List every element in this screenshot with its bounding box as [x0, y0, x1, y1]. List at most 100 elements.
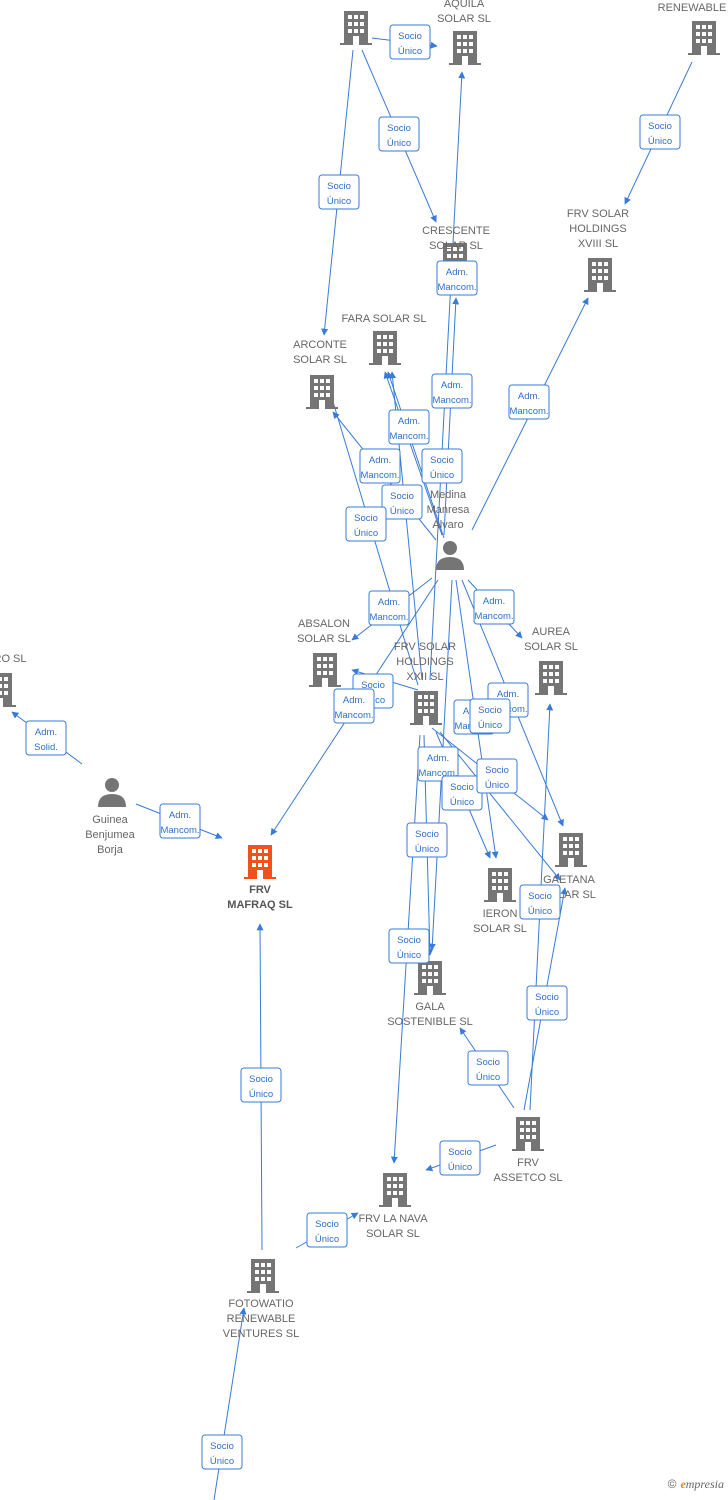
node-label: SOLAR SL: [297, 633, 351, 645]
relation-tag-adm-mancom[interactable]: Adm.Mancom.: [359, 448, 401, 484]
relation-tag-box: [519, 884, 561, 920]
relation-tag-box: [526, 985, 568, 1021]
node-label: SOSTENIBLE SL: [387, 1016, 473, 1028]
building-icon: [584, 258, 616, 292]
relation-tag-text: Mancom.: [437, 282, 476, 293]
node-label: RO SL: [0, 653, 27, 665]
relation-tag-text: Adm.: [427, 753, 449, 764]
relation-tag-box: [467, 1050, 509, 1086]
relation-tag-adm-mancom[interactable]: Adm.Mancom.: [333, 688, 375, 724]
relation-tag-text: Socio: [476, 1057, 500, 1068]
node-label: Benjumea: [85, 829, 135, 841]
relation-tag-box: [431, 373, 473, 409]
relation-tag-text: Adm.: [35, 727, 57, 738]
relation-tag-box: [381, 484, 423, 520]
relation-tag-text: Único: [485, 780, 509, 791]
relation-tag-text: Adm.: [518, 391, 540, 402]
relation-tag-box: [333, 688, 375, 724]
edge-medina-to-fara: [386, 371, 445, 539]
brand-name: mpresia: [685, 1477, 724, 1491]
copyright-symbol: ©: [667, 1477, 677, 1491]
node-label: FOTOWATIO: [228, 1298, 294, 1310]
relation-tag-text: Único: [476, 1072, 500, 1083]
relation-tag-text: Mancom.: [509, 406, 548, 417]
relation-tag-adm-mancom[interactable]: Adm.Mancom.: [388, 409, 430, 445]
node-label: SOLAR SL: [473, 923, 527, 935]
node-label: SOLAR SL: [429, 240, 483, 252]
company-node-renewable[interactable]: RENEWABLE: [658, 2, 727, 55]
relation-tag-box: [439, 1140, 481, 1176]
relation-tag-adm-mancom[interactable]: Adm.Mancom.: [159, 803, 201, 839]
relation-tag-text: Socio: [528, 891, 552, 902]
node-label: FRV SOLAR: [394, 641, 456, 653]
relation-tag-box: [508, 384, 550, 420]
relation-tag-box: [25, 720, 67, 756]
relation-tag-text: Socio: [397, 935, 421, 946]
node-label: FRV SOLAR: [567, 208, 629, 220]
relation-tag-text: Único: [398, 46, 422, 57]
company-node-ro[interactable]: RO SL: [0, 653, 27, 707]
relation-tag-text: Único: [528, 906, 552, 917]
relation-tag-text: Único: [327, 196, 351, 207]
node-label: AUREA: [532, 626, 571, 638]
company-node-fara[interactable]: FARA SOLAR SL: [342, 313, 427, 365]
relation-tag-text: Socio: [478, 705, 502, 716]
relation-tag-box: [476, 758, 518, 794]
relation-tag-box: [469, 698, 511, 734]
relation-tag-adm-mancom[interactable]: Adm.Mancom.: [431, 373, 473, 409]
relation-tag-text: Socio: [450, 782, 474, 793]
company-node-gala[interactable]: GALA SOSTENIBLE SL: [387, 961, 473, 1028]
node-label: GALA: [415, 1001, 445, 1013]
relation-tag-adm-mancom[interactable]: Adm.Mancom.: [368, 590, 410, 626]
relation-tag-adm-mancom[interactable]: Adm.Mancom.: [436, 260, 478, 296]
building-icon: [414, 961, 446, 995]
relation-tag-text: Mancom.: [432, 395, 471, 406]
company-node-top1[interactable]: …SL: [340, 0, 372, 45]
relation-tag-box: [389, 24, 431, 60]
relation-tag-adm-solid[interactable]: Adm. Solid.: [25, 720, 67, 756]
relation-tag-text: Único: [478, 720, 502, 731]
node-label: MAFRAQ SL: [227, 899, 293, 911]
relation-tag-adm-mancom[interactable]: Adm.Mancom.: [473, 589, 515, 625]
relation-tag-adm-mancom[interactable]: Adm. Mancom.: [508, 384, 550, 420]
relation-tag-text: Solid.: [34, 742, 58, 753]
relation-tag-box: [306, 1212, 348, 1248]
node-label: SOLAR SL: [437, 13, 491, 25]
relation-tag-adm-mancom[interactable]: Adm.Mancom.: [417, 746, 459, 782]
building-icon: [410, 691, 442, 725]
